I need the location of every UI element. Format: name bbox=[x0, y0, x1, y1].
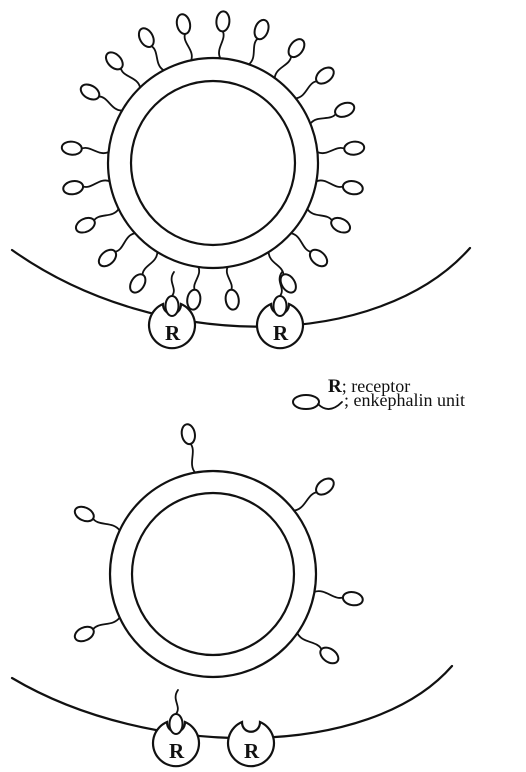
receptor-label: R bbox=[273, 321, 289, 345]
enkephalin-unit bbox=[314, 591, 363, 607]
enkephalin-unit bbox=[103, 49, 140, 87]
receptor: R bbox=[153, 690, 199, 766]
enkephalin-unit bbox=[216, 11, 230, 58]
legend-unit: ; enkephalin unit bbox=[344, 390, 465, 411]
enkephalin-unit bbox=[275, 36, 308, 78]
receptor: R bbox=[228, 722, 274, 766]
bottom-cell-membrane bbox=[12, 666, 452, 738]
receptor: R bbox=[149, 272, 195, 348]
enkephalin-unit bbox=[78, 81, 122, 110]
legend-receptor-symbol: R bbox=[328, 376, 342, 397]
enkephalin-unit bbox=[269, 252, 299, 295]
enkephalin-unit bbox=[127, 252, 157, 295]
enkephalin-unit bbox=[180, 423, 196, 472]
enkephalin-unit bbox=[136, 26, 164, 71]
enkephalin-unit bbox=[175, 13, 192, 60]
top-enkephalin-units bbox=[61, 11, 365, 311]
enkephalin-unit bbox=[310, 100, 356, 124]
enkephalin-unit bbox=[224, 267, 240, 310]
enkephalin-unit bbox=[186, 267, 202, 310]
receptor-label: R bbox=[169, 739, 185, 763]
bottom-enkephalin-units bbox=[72, 423, 363, 666]
enkephalin-unit bbox=[291, 233, 330, 269]
top-core-particle bbox=[108, 58, 318, 268]
enkephalin-unit bbox=[297, 633, 341, 666]
enkephalin-unit bbox=[249, 18, 271, 64]
bottom-core-particle bbox=[110, 471, 316, 677]
receptor-label: R bbox=[165, 321, 181, 345]
enkephalin-unit bbox=[296, 64, 337, 98]
legend-unit-text: ; enkephalin unit bbox=[344, 390, 465, 410]
top-cell-membrane bbox=[12, 248, 470, 327]
enkephalin-unit bbox=[96, 233, 135, 269]
enkephalin-unit bbox=[316, 180, 363, 196]
enkephalin-unit bbox=[317, 141, 364, 156]
enkephalin-unit bbox=[294, 475, 337, 510]
receptor-label: R bbox=[244, 739, 260, 763]
enkephalin-unit bbox=[62, 180, 109, 196]
enkephalin-unit bbox=[72, 504, 119, 531]
enkephalin-unit bbox=[307, 209, 352, 235]
enkephalin-unit bbox=[74, 209, 119, 235]
enkephalin-unit bbox=[61, 141, 108, 156]
enkephalin-unit bbox=[72, 618, 119, 645]
